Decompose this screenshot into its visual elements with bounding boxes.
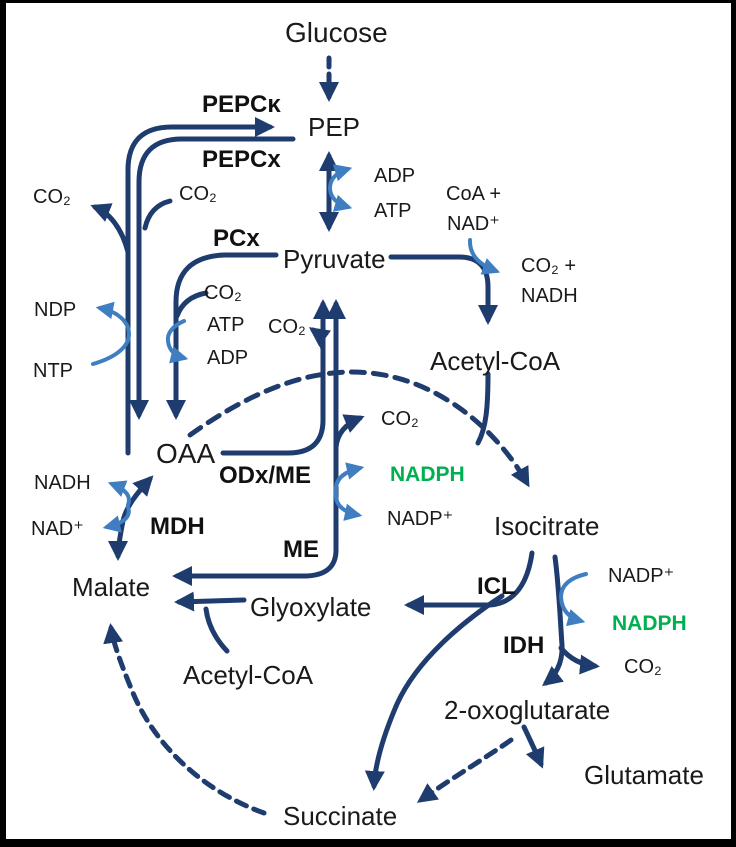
cofactor-nad-mdh: NAD⁺ (31, 518, 84, 540)
arrow-cofactor-nadh-mdh (107, 480, 131, 507)
cofactor-adp-pk: ADP (374, 165, 416, 187)
arrow-cofactor-atp-pk (328, 187, 353, 212)
arrow-pyruvate-to-acetylcoa (388, 254, 498, 325)
cofactor-co2-pcx: CO₂ (204, 282, 242, 304)
line-co2-join-pcx (174, 290, 209, 319)
cofactor-co2-plus-pdh: CO₂ + (521, 255, 576, 277)
metabolite-succinate: Succinate (283, 801, 398, 831)
cofactor-nadh-pdh: NADH (521, 285, 578, 307)
arrow-co2-release-pepck (90, 203, 131, 255)
arrow-oxoglutarate-to-succinate-dashed (416, 737, 514, 803)
line-acetylcoa-join-glyoxylate (203, 606, 230, 654)
cofactor-nadp-idh: NADP⁺ (608, 565, 675, 587)
enzyme-me: ME (283, 536, 319, 563)
arrow-idh-isocitrate-to-oxoglutarate (542, 554, 565, 687)
enzyme-odx-me: ODx/ME (219, 462, 312, 489)
line-acetylcoa-down (475, 371, 491, 446)
arrow-cofactor-nadph-me (333, 462, 365, 494)
cofactor-nadp-me: NADP⁺ (387, 508, 454, 530)
cofactor-coa-plus: CoA + (446, 183, 502, 205)
metabolite-glutamate: Glutamate (584, 760, 704, 790)
cofactor-ndp: NDP (34, 299, 77, 321)
arrow-succinate-to-malate-dashed (103, 623, 267, 816)
cofactor-co2-idh: CO₂ (624, 656, 662, 678)
arrow-me-malate-pyruvate-double (172, 299, 346, 586)
cofactor-co2-odx: CO₂ (381, 408, 419, 430)
metabolite-isocitrate: Isocitrate (494, 511, 600, 541)
cofactor-atp-pk: ATP (374, 200, 412, 222)
arrow-cofactor-atp-adp-pcx (165, 319, 189, 364)
metabolite-2-oxoglutarate: 2-oxoglutarate (444, 695, 611, 725)
enzyme-mdh: MDH (150, 513, 205, 540)
metabolite-malate: Malate (72, 572, 151, 602)
arrow-cofactor-nad-nadh-pdh (467, 238, 501, 275)
arrow-cofactor-ntp-ndp (91, 301, 132, 366)
metabolite-pyruvate: Pyruvate (283, 244, 386, 274)
arrow-co2-release-idh (558, 645, 600, 675)
arrow-cofactor-adp-pk (328, 164, 353, 189)
cofactor-atp-pcx: ATP (207, 314, 245, 336)
arrow-icl-to-succinate (364, 593, 505, 791)
arrow-cofactor-nadp-me (333, 490, 363, 521)
enzyme-pcx: PCx (213, 225, 260, 252)
line-co2-join-pepcx (142, 198, 173, 231)
enzyme-pepcx: PEPCx (202, 146, 281, 173)
cofactor-nadh-mdh: NADH (34, 472, 91, 494)
arrow-co2-release-odx (333, 414, 365, 450)
cofactor-nad-pdh: NAD⁺ (447, 213, 500, 235)
cofactor-co2-pepcx: CO₂ (179, 183, 217, 205)
arrow-co2-release-left (308, 327, 332, 352)
enzyme-icl: ICL (477, 573, 516, 600)
arrow-oxoglutarate-to-glutamate (521, 724, 545, 769)
cofactor-co2-me: CO₂ (268, 316, 306, 338)
arrow-cofactor-nadp-nadph-idh (558, 572, 588, 627)
arrow-pepck-oaa-to-pep (125, 117, 275, 456)
metabolite-acetyl-coa-right: Acetyl-CoA (430, 346, 561, 376)
metabolite-glyoxylate: Glyoxylate (250, 592, 372, 622)
cofactor-ntp: NTP (33, 360, 73, 382)
cofactor-nadph-idh: NADPH (612, 612, 687, 635)
metabolite-glucose: Glucose (285, 17, 388, 48)
metabolite-oaa: OAA (156, 438, 216, 469)
arrow-pepcx-pep-to-oaa (129, 136, 296, 420)
arrow-cofactor-nad-mdh (102, 505, 131, 533)
cofactor-nadph-me: NADPH (390, 463, 465, 486)
metabolite-pep: PEP (308, 112, 361, 142)
enzyme-pepck: PEPCᴋ (202, 91, 281, 118)
cofactor-adp-pcx: ADP (207, 347, 249, 369)
cofactor-co2-pepck: CO₂ (33, 186, 71, 208)
enzyme-idh: IDH (503, 632, 545, 659)
metabolite-acetyl-coa-bottom: Acetyl-CoA (183, 660, 314, 690)
arrow-glyoxylate-to-malate (174, 591, 247, 612)
